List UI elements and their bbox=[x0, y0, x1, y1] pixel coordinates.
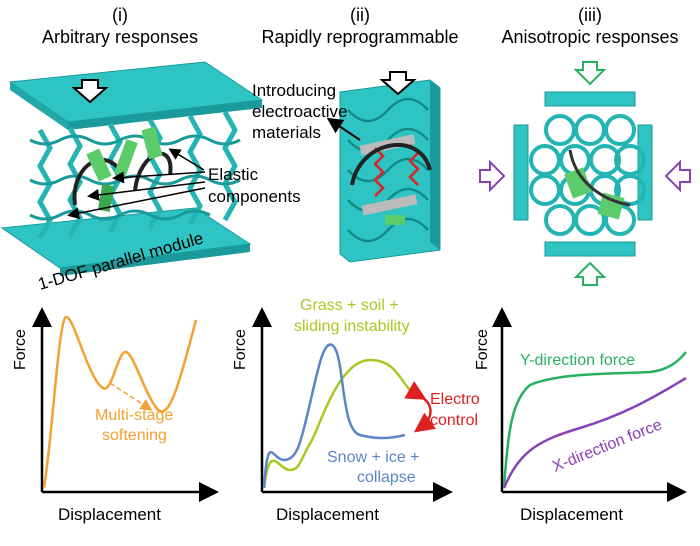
graph-iii-xlabel: Displacement bbox=[520, 505, 623, 524]
panel-ii-numeral: (ii) bbox=[350, 5, 370, 25]
panel-i-title: Arbitrary responses bbox=[41, 27, 199, 47]
graph-ii-electro-arrow bbox=[404, 381, 436, 433]
graph-ii-ylabel: Force bbox=[232, 329, 249, 370]
graph-ii-blue-label-line1: Snow + ice + bbox=[327, 449, 420, 466]
graph-i-annot-line1: Multi-stage bbox=[95, 407, 173, 424]
graph-ii-green-label-line1: Grass + soil + bbox=[300, 297, 399, 314]
graph-ii-blue-label-line2: collapse bbox=[357, 469, 416, 486]
intro-label-line3: materials bbox=[252, 123, 321, 142]
graph-ii-xlabel: Displacement bbox=[276, 505, 379, 524]
graph-i bbox=[32, 307, 219, 502]
graph-iii-y-force-label: Y-direction force bbox=[520, 352, 635, 369]
elastic-label-line1: Elastic bbox=[208, 165, 259, 184]
panel-ii-title: Rapidly reprogrammable bbox=[261, 27, 459, 47]
graph-ii bbox=[252, 307, 453, 502]
graph-iii-ylabel: Force bbox=[474, 329, 491, 370]
graph-iii bbox=[492, 307, 687, 502]
graph-i-annot-line2: softening bbox=[102, 427, 167, 444]
panel-ii-header: (ii) Rapidly reprogrammable bbox=[245, 4, 475, 48]
graph-i-xlabel: Displacement bbox=[58, 505, 161, 524]
graph-iii-x-force-curve bbox=[502, 376, 687, 489]
graph-ii-red-label-line1: Electro bbox=[430, 391, 480, 408]
anisotropic-module-illustration bbox=[479, 61, 691, 286]
elastic-label-line2: components bbox=[208, 187, 301, 206]
graph-iii-y-force-curve bbox=[502, 351, 687, 489]
panel-iii-header: (iii) Anisotropic responses bbox=[475, 4, 700, 48]
reprogrammable-module-illustration bbox=[326, 71, 441, 263]
panel-i-numeral: (i) bbox=[112, 5, 128, 25]
panel-i-header: (i) Arbitrary responses bbox=[5, 4, 235, 48]
panel-iii-title: Anisotropic responses bbox=[501, 27, 679, 47]
intro-label-line1: Introducing bbox=[252, 81, 336, 100]
graph-ii-red-label-line2: control bbox=[430, 412, 478, 429]
graph-i-ylabel: Force bbox=[12, 329, 29, 370]
graph-i-curve bbox=[42, 315, 198, 489]
graph-ii-green-curve bbox=[262, 358, 411, 489]
graph-ii-blue-curve bbox=[262, 343, 406, 489]
intro-label-line2: electroactive bbox=[252, 102, 347, 121]
graph-iii-x-force-label: X-direction force bbox=[550, 416, 664, 475]
parallel-module-illustration bbox=[0, 61, 264, 276]
panel-iii-numeral: (iii) bbox=[578, 5, 602, 25]
graph-ii-green-label-line2: sliding instability bbox=[294, 318, 410, 335]
